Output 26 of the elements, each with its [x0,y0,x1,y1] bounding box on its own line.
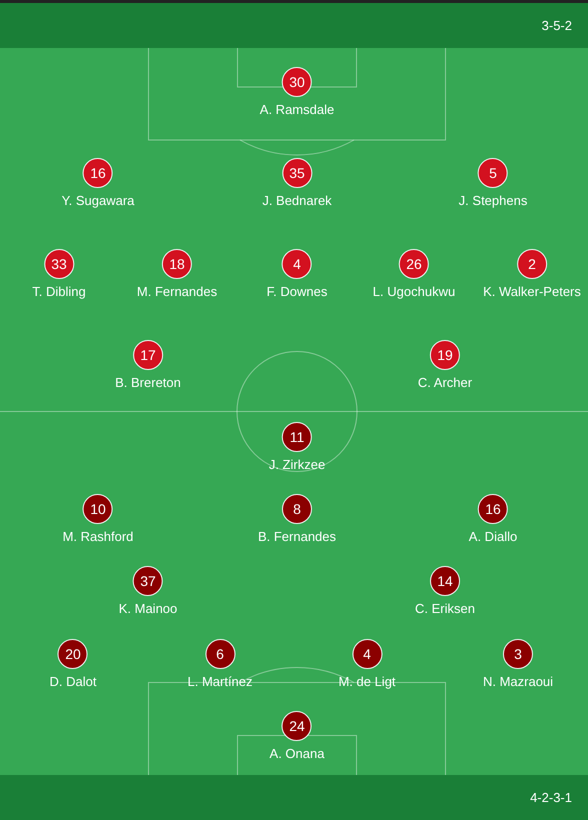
player-name: M. Fernandes [136,284,218,299]
player-name: N. Mazraoui [482,674,554,689]
player-name: K. Walker-Peters [483,284,581,299]
player-name: D. Dalot [50,674,96,689]
player-name: J. Bednarek [262,193,332,208]
player-name: M. Rashford [62,529,134,544]
player-name: Y. Sugawara [62,193,134,208]
player-name: B. Brereton [115,375,181,390]
player-name: L. Ugochukwu [372,284,456,299]
player-name: K. Mainoo [118,601,178,616]
player-name: F. Downes [266,284,328,299]
player-name: B. Fernandes [258,529,336,544]
player-name: C. Archer [418,375,472,390]
player-name: M. de Ligt [338,674,396,689]
player-name: T. Dibling [32,284,86,299]
player-name: C. Eriksen [415,601,475,616]
player-name: A. Diallo [468,529,518,544]
player-name: L. Martínez [187,674,253,689]
header-bar [0,775,588,820]
formation-label: 3-5-2 [542,18,572,34]
player-name: J. Stephens [458,193,528,208]
player-name: A. Ramsdale [260,102,334,117]
formation-label: 4-2-3-1 [530,790,572,806]
header-bar [0,0,588,48]
player-name: A. Onana [270,746,324,761]
player-name: J. Zirkzee [268,457,326,472]
